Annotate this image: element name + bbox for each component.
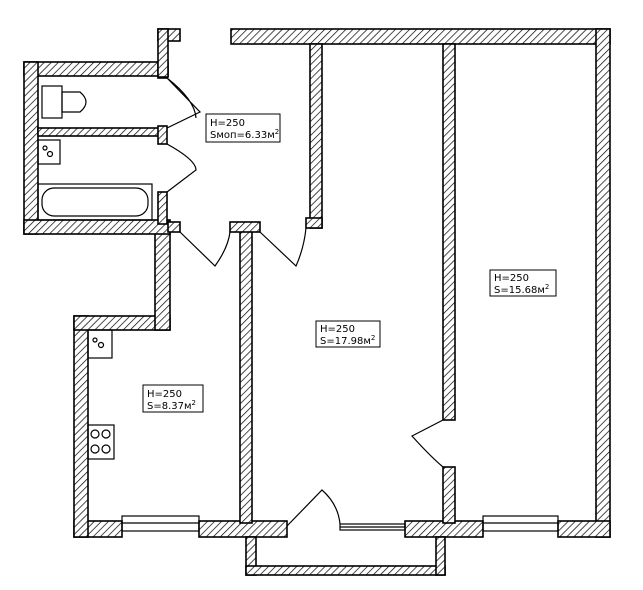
wall-entry-stub-v xyxy=(157,28,169,78)
walls xyxy=(23,28,611,576)
bedroom-area-sup: 2 xyxy=(545,283,549,291)
wall-living-left xyxy=(239,227,253,524)
door-balcony xyxy=(286,489,341,527)
svg-text:Sмоп=6.33м2: Sмоп=6.33м2 xyxy=(210,128,279,141)
kitchen-height-label: H=250 xyxy=(147,389,182,400)
wall-bath-left xyxy=(23,61,39,235)
kitchen-sink-icon xyxy=(87,329,113,359)
svg-text:S=8.37м2: S=8.37м2 xyxy=(147,399,196,412)
living-area-sup: 2 xyxy=(371,334,375,342)
wall-kitchen-left xyxy=(73,315,89,538)
wall-living-bedroom xyxy=(442,43,456,421)
wall-balcony-bottom xyxy=(245,565,446,576)
room-label-hall: H=250 Sмоп=6.33м2 xyxy=(205,113,281,143)
wall-hall-living xyxy=(309,43,323,229)
door-bath xyxy=(166,143,197,193)
wall-bath-right-mid xyxy=(157,125,168,145)
wall-balcony-right xyxy=(435,536,446,576)
wall-living-bedroom-low xyxy=(442,466,456,524)
wall-bottom-right xyxy=(557,520,611,538)
wall-bath-bottom xyxy=(23,219,171,235)
wall-bath-right-bottom xyxy=(157,191,168,225)
kitchen-area-sup: 2 xyxy=(192,399,196,407)
toilet-icon xyxy=(41,85,87,119)
hall-height-label: H=250 xyxy=(210,118,245,129)
door-wc xyxy=(166,77,202,129)
wall-bath-divider xyxy=(37,127,167,137)
windows xyxy=(121,515,559,532)
wall-right xyxy=(595,28,611,538)
room-label-bedroom: H=250 S=15.68м2 xyxy=(489,269,557,297)
bedroom-area-label: S=15.68м xyxy=(494,285,545,296)
wall-living-left-cap xyxy=(229,221,261,233)
living-height-label: H=250 xyxy=(320,324,355,335)
wall-hall-living-foot xyxy=(305,217,323,229)
kitchen-area-label: S=8.37м xyxy=(147,401,192,412)
bathtub-icon xyxy=(37,183,153,221)
doors xyxy=(166,77,444,527)
fixtures xyxy=(37,85,153,460)
wall-hall-jamb xyxy=(167,221,181,233)
door-bedroom xyxy=(411,419,444,468)
hall-area-label: Sмоп=6.33м xyxy=(210,130,275,141)
room-label-living: H=250 S=17.98м2 xyxy=(315,320,381,348)
wall-top xyxy=(230,28,611,45)
svg-text:S=17.98м2: S=17.98м2 xyxy=(320,334,375,347)
door-living xyxy=(259,227,307,268)
door-kitchen xyxy=(179,231,231,267)
living-area-label: S=17.98м xyxy=(320,336,371,347)
svg-text:S=15.68м2: S=15.68м2 xyxy=(494,283,549,296)
wall-bath-top xyxy=(23,61,169,77)
hall-area-sup: 2 xyxy=(275,128,279,136)
bedroom-height-label: H=250 xyxy=(494,273,529,284)
bath-sink-icon xyxy=(37,139,61,165)
wall-kitchen-hall xyxy=(154,221,171,331)
stove-icon xyxy=(87,424,115,460)
room-label-kitchen: H=250 S=8.37м2 xyxy=(142,384,204,413)
